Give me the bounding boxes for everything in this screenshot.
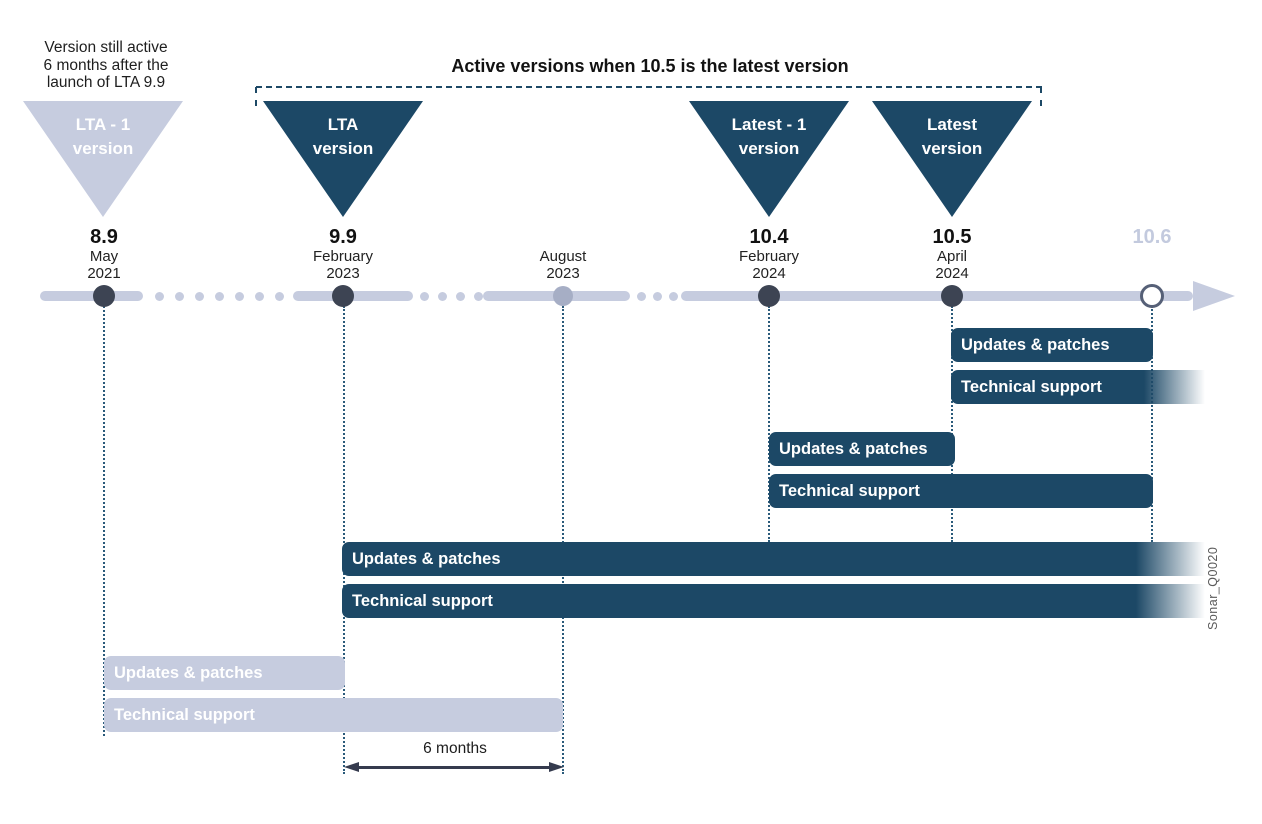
milestone-year: 2021 (87, 265, 121, 282)
lta-minus-1-annotation: Version still active 6 months after the … (14, 39, 198, 92)
timeline-dot (235, 291, 244, 301)
milestone-month: February (312, 248, 374, 265)
timeline-dot (255, 291, 264, 301)
timeline-dot (637, 291, 646, 301)
triangle-label-line2: version (72, 139, 134, 158)
milestone-month: August (539, 248, 587, 265)
milestone-august-2023: August 2023 (493, 226, 633, 282)
timeline-marker-8-9 (93, 285, 115, 307)
milestone-version: 8.9 (90, 226, 118, 248)
latest-minus-1-triangle: Latest - 1 version (689, 101, 849, 217)
milestone-year: 2023 (546, 265, 580, 282)
milestone-8-9: 8.9 May 2021 (34, 226, 174, 282)
milestone-month: April (936, 248, 967, 265)
bar-updates-9-9: Updates & patches (342, 542, 1205, 576)
guide-line-10-4 (768, 306, 770, 542)
timeline-marker-9-9 (332, 285, 354, 307)
timeline-dot (456, 291, 465, 301)
milestone-version: 10.6 (1132, 226, 1172, 248)
bar-label: Technical support (352, 592, 493, 610)
bracket-left-tick (255, 87, 257, 106)
bar-support-8-9: Technical support (104, 698, 563, 732)
annotation-line-2: 6 months after the (43, 56, 169, 74)
bar-label: Technical support (114, 706, 255, 724)
bar-support-10-5: Technical support (951, 370, 1205, 404)
triangle-label-line1: Latest - 1 (731, 115, 807, 134)
bar-updates-10-4: Updates & patches (769, 432, 955, 466)
timeline-marker-10-4 (758, 285, 780, 307)
timeline-segment (40, 291, 143, 301)
timeline-marker-10-6 (1140, 284, 1164, 308)
timeline-marker-10-5 (941, 285, 963, 307)
bar-support-9-9: Technical support (342, 584, 1205, 618)
triangle-label-line2: version (738, 139, 800, 158)
bar-label: Updates & patches (352, 550, 501, 568)
milestone-10-4: 10.4 February 2024 (699, 226, 839, 282)
milestone-version: 10.4 (749, 226, 789, 248)
milestone-10-6: 10.6 (1082, 226, 1222, 248)
milestone-10-5: 10.5 April 2024 (882, 226, 1022, 282)
bar-label: Technical support (961, 378, 1102, 396)
milestone-month: May (89, 248, 119, 265)
watermark-code: Sonar_Q0020 (1206, 546, 1220, 630)
lta-triangle: LTA version (263, 101, 423, 217)
bar-updates-8-9: Updates & patches (104, 656, 345, 690)
six-months-label: 6 months (423, 740, 487, 757)
milestone-version: 9.9 (329, 226, 357, 248)
timeline-segment (681, 291, 1193, 301)
timeline-dot (215, 291, 224, 301)
milestone-version (493, 226, 633, 248)
six-months-arrow-line (357, 766, 551, 769)
timeline-dot (420, 291, 429, 301)
milestone-year: 2024 (935, 265, 969, 282)
timeline-dot (653, 291, 662, 301)
timeline-dot (438, 291, 447, 301)
guide-line-9-9 (343, 306, 345, 774)
six-months-arrow-left-icon (344, 762, 359, 772)
triangle-label-line1: LTA (327, 115, 359, 134)
lta-minus-1-triangle: LTA - 1 version (23, 101, 183, 217)
milestone-year: 2024 (752, 265, 786, 282)
annotation-line-1: Version still active (44, 39, 168, 56)
guide-line-10-5 (951, 306, 953, 542)
milestone-month: February (738, 248, 800, 265)
timeline-dot (175, 291, 184, 301)
timeline-arrowhead-icon (1193, 281, 1235, 311)
timeline-dot (474, 291, 483, 301)
triangle-label-line2: version (312, 139, 374, 158)
six-months-arrow-right-icon (549, 762, 564, 772)
milestone-9-9: 9.9 February 2023 (273, 226, 413, 282)
bracket-right-tick (1040, 87, 1042, 106)
bar-label: Updates & patches (114, 664, 263, 682)
active-versions-bracket (256, 86, 1042, 88)
diagram-title: Active versions when 10.5 is the latest … (451, 56, 849, 76)
milestone-version: 10.5 (932, 226, 972, 248)
triangle-label-line2: version (921, 139, 983, 158)
bar-updates-10-5: Updates & patches (951, 328, 1153, 362)
timeline-dot (155, 291, 164, 301)
bar-label: Technical support (779, 482, 920, 500)
triangle-label-line1: Latest (926, 115, 978, 134)
triangle-label-line1: LTA - 1 (75, 115, 131, 134)
guide-line-8-9 (103, 306, 105, 736)
bar-support-10-4: Technical support (769, 474, 1153, 508)
guide-line-august-2023 (562, 306, 564, 774)
guide-line-10-6 (1151, 306, 1153, 542)
timeline-dot (195, 291, 204, 301)
timeline-marker-august-2023 (553, 286, 573, 306)
bar-label: Updates & patches (779, 440, 928, 458)
timeline-dot (275, 291, 284, 301)
timeline-dot (669, 291, 678, 301)
bar-label: Updates & patches (961, 336, 1110, 354)
annotation-line-3: launch of LTA 9.9 (46, 74, 166, 91)
latest-triangle: Latest version (872, 101, 1032, 217)
milestone-year: 2023 (326, 265, 360, 282)
